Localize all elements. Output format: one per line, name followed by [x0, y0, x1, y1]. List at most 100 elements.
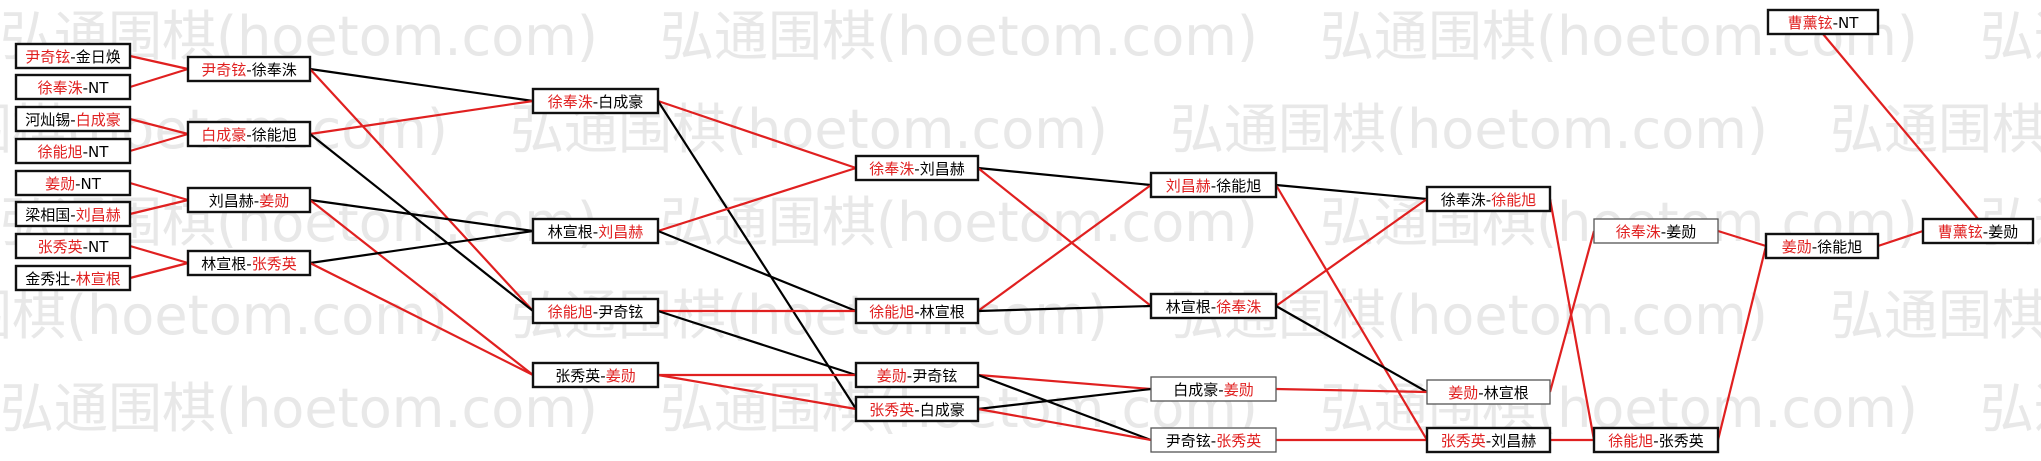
match-label: 张秀英-NT [38, 238, 110, 256]
match-box-frame [1150, 376, 1277, 402]
match-box: 尹奇铉-徐奉洙 [186, 55, 312, 83]
match-box-frame [1425, 426, 1552, 454]
match-label: 徐奉洙-徐能旭 [1441, 191, 1536, 209]
match-box: 曹薰铉-姜勋 [1921, 217, 2035, 245]
match-box-frame [14, 264, 132, 292]
player-1-name: 梁相国 [25, 206, 70, 224]
player-2-name: 张秀英 [252, 255, 297, 273]
match-label: 林宣根-徐奉洙 [1166, 298, 1261, 316]
match-box-frame [1592, 426, 1720, 454]
watermark-text: 弘通围棋(hoetom.com) [0, 377, 598, 440]
match-label: 尹奇铉-徐奉洙 [201, 61, 296, 79]
separator: - [83, 143, 88, 161]
match-box: 姜勋-林宣根 [1426, 379, 1551, 405]
player-1-name: 尹奇铉 [201, 61, 246, 79]
match-label: 徐奉洙-刘昌赫 [869, 160, 964, 178]
separator: - [75, 175, 80, 193]
match-label: 徐能旭-林宣根 [869, 303, 964, 321]
bracket-line-a4-b2 [129, 132, 189, 153]
match-box-frame [1426, 379, 1551, 405]
bracket-line-b3-c2 [309, 198, 534, 233]
bracket-line-a7-b4 [129, 244, 189, 265]
separator: - [914, 303, 919, 321]
bracket-line-a2-b1 [129, 67, 189, 89]
match-box-frame [14, 42, 132, 70]
match-label: 姜勋-林宣根 [1448, 384, 1528, 402]
match-box-frame [14, 200, 132, 228]
match-box-frame [531, 297, 660, 325]
player-2-name: 尹奇铉 [912, 367, 957, 385]
match-label: 林宣根-张秀英 [201, 255, 296, 273]
match-label: 徐奉洙-NT [38, 79, 110, 97]
bracket-line-b3-c4 [309, 199, 534, 376]
player-2-name: 姜勋 [1224, 381, 1254, 399]
player-2-name: 姜勋 [606, 367, 636, 385]
match-label: 林宣根-刘昌赫 [548, 223, 643, 241]
bracket-line-f2-g1 [1548, 230, 1596, 393]
match-label: 尹奇铉-金日焕 [25, 48, 120, 66]
player-2-name: 姜勋 [1988, 223, 2018, 241]
match-label: 尹奇铉-张秀英 [1166, 432, 1261, 450]
match-label: 姜勋-NT [45, 175, 102, 193]
bracket-line-c4-d4 [657, 373, 857, 411]
player-2-name: 林宣根 [76, 270, 121, 288]
player-2-name: 金日焕 [76, 48, 121, 66]
match-box-frame [1593, 218, 1719, 244]
bracket-line-a5-b3 [129, 181, 189, 202]
player-2-name: 刘昌赫 [1491, 432, 1536, 450]
player-1-name: 徐能旭 [1608, 432, 1653, 450]
match-box-frame [531, 361, 660, 389]
match-box: 林宣根-刘昌赫 [531, 217, 660, 245]
separator: - [593, 303, 598, 321]
separator: - [600, 367, 605, 385]
separator: - [907, 367, 912, 385]
separator: - [914, 401, 919, 419]
separator: - [246, 61, 251, 79]
player-1-name: 刘昌赫 [1166, 177, 1211, 195]
match-box: 张秀英-NT [14, 232, 132, 260]
bracket-line-c2-d2 [657, 229, 857, 313]
player-2-name: 徐能旭 [1491, 191, 1536, 209]
player-1-name: 张秀英 [555, 367, 600, 385]
match-box-frame [1766, 8, 1880, 36]
bracket-line-b4-c2 [309, 229, 534, 265]
match-label: 河灿锡-白成豪 [25, 111, 120, 129]
separator: - [1653, 432, 1658, 450]
separator: - [70, 111, 75, 129]
match-box-frame [1764, 232, 1880, 260]
player-2-name: 徐奉洙 [252, 61, 297, 79]
watermark-text: 弘通围棋(hoetom.com) [1980, 377, 2041, 440]
match-box-frame [1149, 171, 1278, 199]
separator: - [914, 160, 919, 178]
match-box: 金秀壮-林宣根 [14, 264, 132, 292]
separator: - [1661, 223, 1666, 241]
bracket-line-d4-e4 [977, 407, 1152, 442]
bracket-line-d2-e2 [977, 304, 1152, 313]
watermark-text: 弘通围棋(hoetom.com) [1830, 98, 2041, 161]
player-1-name: 姜勋 [1782, 238, 1812, 256]
separator: - [1983, 223, 1988, 241]
separator: - [1211, 432, 1216, 450]
player-1-name: 曹薰铉 [1788, 14, 1833, 32]
separator: - [254, 192, 259, 210]
match-label: 徐奉洙-白成豪 [548, 93, 643, 111]
player-1-name: 尹奇铉 [1166, 432, 1211, 450]
player-2-name: 林宣根 [920, 303, 965, 321]
separator: - [1486, 432, 1491, 450]
player-1-name: 林宣根 [1166, 298, 1211, 316]
match-box: 徐奉洙-NT [14, 73, 132, 101]
bracket-line-b2-c1 [309, 99, 534, 136]
player-2-name: 刘昌赫 [76, 206, 121, 224]
player-1-name: 尹奇铉 [25, 48, 70, 66]
watermark-text: 弘通围棋(hoetom.com) [1830, 284, 2041, 347]
bracket-line-a8-b4 [129, 261, 189, 280]
bracket-line-e2-f1 [1275, 198, 1428, 307]
separator: - [83, 238, 88, 256]
match-box: 刘昌赫-姜勋 [186, 186, 312, 214]
match-box-frame [186, 120, 312, 148]
player-1-name: 徐奉洙 [1616, 223, 1661, 241]
player-2-name: 姜勋 [259, 192, 289, 210]
bracket-line-e2-f2 [1275, 305, 1428, 393]
match-label: 徐能旭-尹奇铉 [548, 303, 643, 321]
bracket-line-d2-e1 [977, 184, 1152, 312]
